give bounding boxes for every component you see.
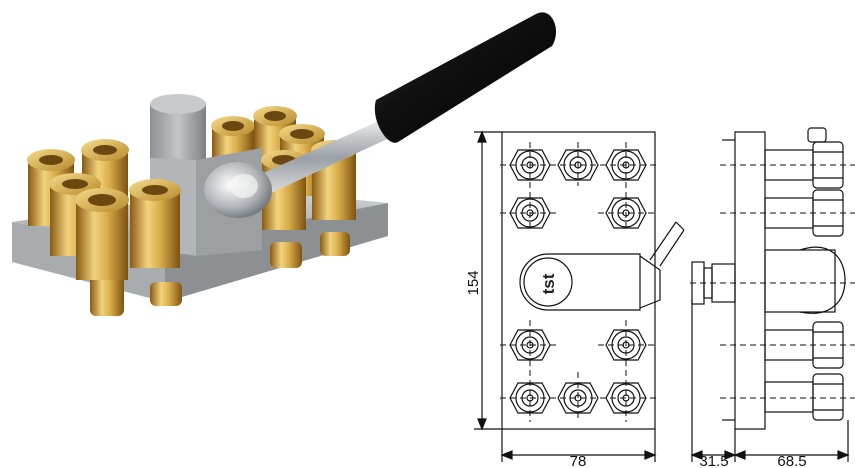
brand-logo: tst (539, 273, 558, 294)
dimension-width-label: 78 (570, 453, 587, 468)
lever-handle (204, 12, 557, 218)
valve-body-outline (519, 221, 685, 311)
side-view-drawing (690, 127, 855, 462)
dimension-height-label: 154 (465, 270, 482, 295)
dimension-offset-label: 31.5 (699, 453, 728, 468)
dimension-depth-label: 68.5 (777, 453, 806, 468)
side-valve-body (764, 127, 846, 314)
brass-fitting (75, 188, 129, 280)
front-view-drawing (474, 130, 685, 462)
brass-fitting (129, 179, 181, 268)
side-fitting (764, 373, 844, 421)
product-photo (12, 12, 557, 316)
